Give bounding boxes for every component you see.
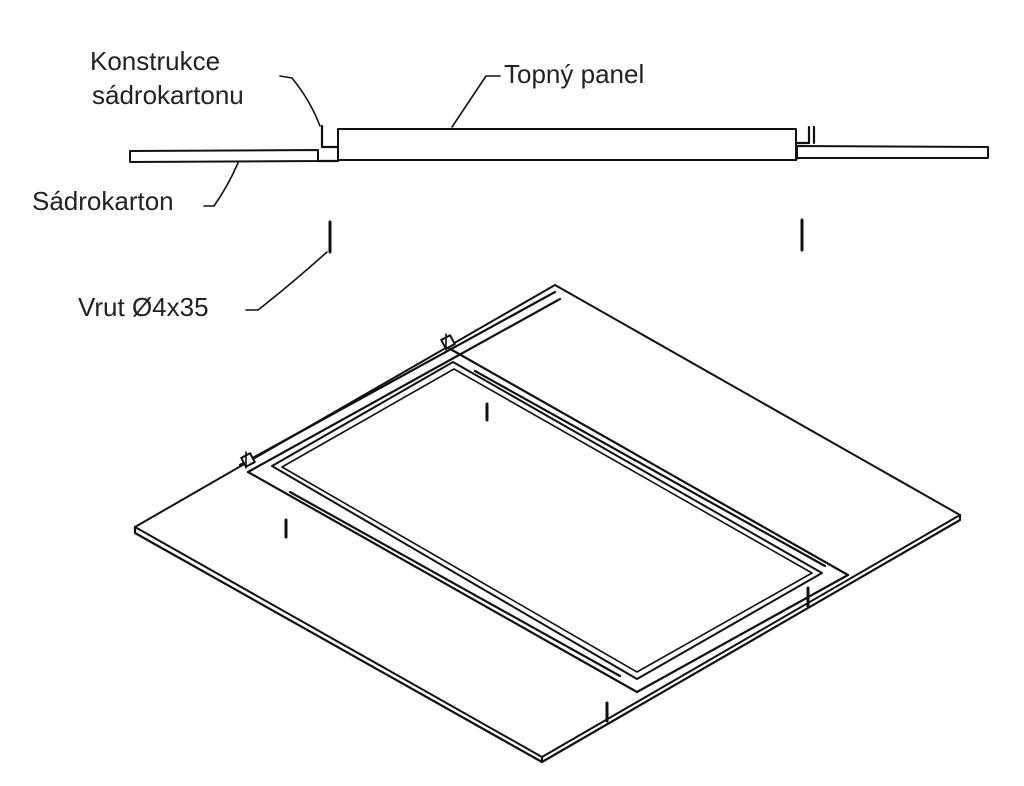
joint-right — [794, 156, 799, 162]
plasterboard-left — [129, 149, 319, 163]
leader-plasterboard — [203, 162, 239, 207]
clip-left — [240, 451, 256, 469]
heating-panel-iso-inner — [281, 368, 813, 673]
slot-right-end — [635, 573, 850, 694]
callouts: Konstrukce sádrokartonu Topný panel Sádr… — [32, 46, 644, 322]
leader-heating-panel — [451, 75, 501, 128]
label-heating-panel: Topný panel — [504, 59, 644, 89]
heating-panel-section — [337, 128, 797, 161]
strip-back-inner — [473, 369, 827, 568]
rail-back-outer — [238, 290, 557, 467]
label-plasterboard: Sádrokarton — [32, 186, 174, 216]
rail-back-inner — [246, 297, 562, 474]
heating-panel-iso — [271, 361, 823, 680]
slot-front-left — [246, 470, 639, 694]
isometric-view — [133, 284, 962, 764]
label-construction-line2: sádrokartonu — [92, 80, 244, 110]
construction-profile-left — [320, 124, 340, 149]
section-view — [129, 124, 989, 254]
slot-back-right — [443, 344, 850, 577]
clip-right — [440, 333, 456, 351]
label-screw: Vrut Ø4x35 — [78, 292, 209, 322]
label-construction-line1: Konstrukce — [90, 46, 220, 76]
leader-screw — [245, 251, 328, 311]
construction-profile-right — [795, 125, 811, 145]
strip-front-inner — [288, 490, 622, 678]
plasterboard-right — [796, 145, 989, 159]
leader-construction — [279, 75, 321, 127]
